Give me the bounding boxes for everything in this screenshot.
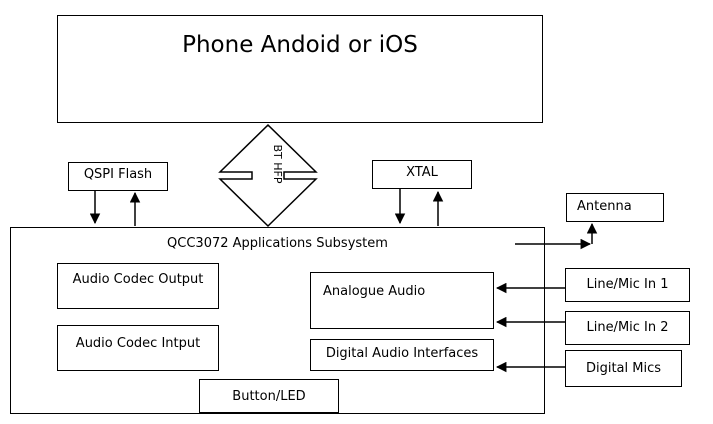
button-led-box — [199, 379, 339, 413]
bt-hfp-label: BT HFP — [271, 145, 284, 184]
antenna-label: Antenna — [577, 199, 632, 214]
line-mic-in-1-label: Line/Mic In 1 — [586, 277, 669, 292]
xtal-label: XTAL — [406, 165, 438, 180]
line-mic-in-2-label: Line/Mic In 2 — [586, 320, 669, 335]
digital-audio-interfaces-box — [310, 339, 494, 371]
phone-label: Phone Andoid or iOS — [182, 32, 418, 58]
phone-box — [57, 15, 543, 123]
button-led-label: Button/LED — [232, 389, 306, 404]
audio-codec-input-label: Audio Codec Intput — [75, 336, 201, 351]
analogue-audio-label: Analogue Audio — [323, 284, 426, 299]
analogue-audio-box — [310, 272, 494, 329]
xtal-box — [372, 160, 472, 189]
audio-codec-output-box — [57, 263, 219, 309]
qspi-flash-label: QSPI Flash — [83, 167, 153, 182]
bt-hfp-double-arrow — [218, 123, 318, 228]
antenna-box — [566, 193, 664, 222]
digital-mics-label: Digital Mics — [585, 361, 662, 376]
subsystem-label: QCC3072 Applications Subsystem — [167, 236, 388, 251]
line-mic-in-1-box — [565, 268, 690, 302]
digital-audio-interfaces-label: Digital Audio Interfaces — [325, 346, 479, 361]
audio-codec-output-label: Audio Codec Output — [72, 272, 204, 287]
qspi-flash-box — [68, 162, 168, 191]
audio-codec-input-box — [57, 325, 219, 371]
line-mic-in-2-box — [565, 311, 690, 345]
digital-mics-box — [565, 350, 682, 387]
